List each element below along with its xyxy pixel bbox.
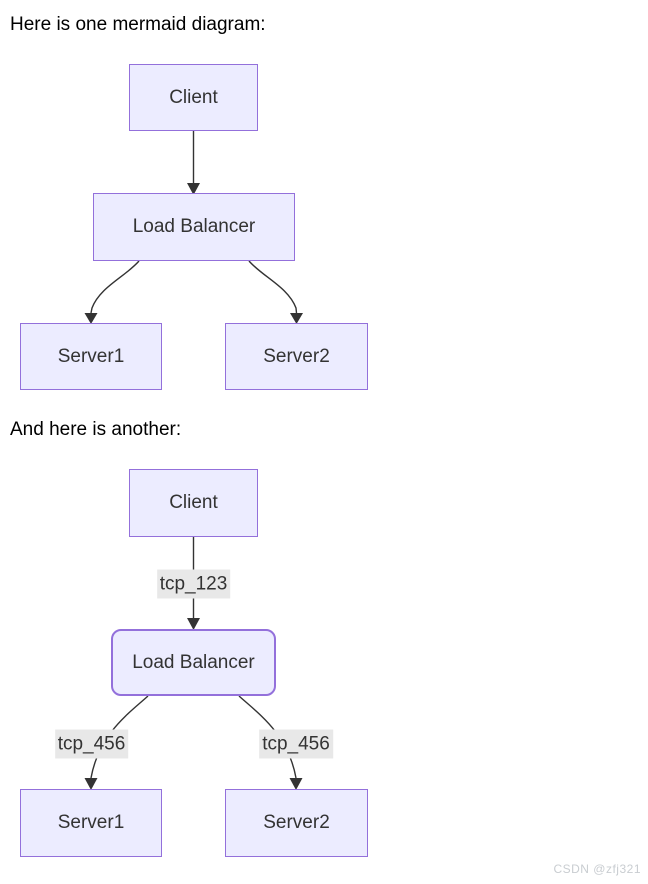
diagram1-node-client: Client <box>129 64 258 131</box>
intro-text-1: Here is one mermaid diagram: <box>10 14 266 35</box>
diagram2-edge-label-tcp-456-left: tcp_456 <box>54 729 129 759</box>
diagram1-arrowhead-server2 <box>290 313 303 324</box>
diagram1-node-server1: Server1 <box>20 323 162 390</box>
diagram2-arrowhead-lb <box>187 618 200 630</box>
diagram1-arrowhead-server1 <box>84 313 98 324</box>
diagram1-node-server2: Server2 <box>225 323 368 390</box>
intro-text-2: And here is another: <box>10 419 182 440</box>
diagram2-arrowhead-server1 <box>84 778 98 790</box>
diagram2-arrowhead-server2 <box>289 778 303 790</box>
diagram1-node-load-balancer: Load Balancer <box>93 193 295 261</box>
diagram2-node-server2: Server2 <box>225 789 368 857</box>
diagram1-edge-lb-to-server1 <box>90 260 140 314</box>
diagram2-node-client: Client <box>129 469 258 537</box>
diagram2-node-load-balancer: Load Balancer <box>111 629 276 696</box>
diagram2-edge-label-tcp-123: tcp_123 <box>156 569 231 599</box>
diagram2-node-server1: Server1 <box>20 789 162 857</box>
diagram2-edge-label-tcp-456-right: tcp_456 <box>259 729 333 759</box>
diagram1-arrowhead-lb <box>187 183 200 195</box>
csdn-watermark: CSDN @zfj321 <box>553 862 641 876</box>
diagram1-edge-lb-to-server2 <box>248 260 298 314</box>
diagram2-edge-lb-to-server2 <box>238 695 297 779</box>
diagram2-edge-lb-to-server1 <box>90 695 149 779</box>
